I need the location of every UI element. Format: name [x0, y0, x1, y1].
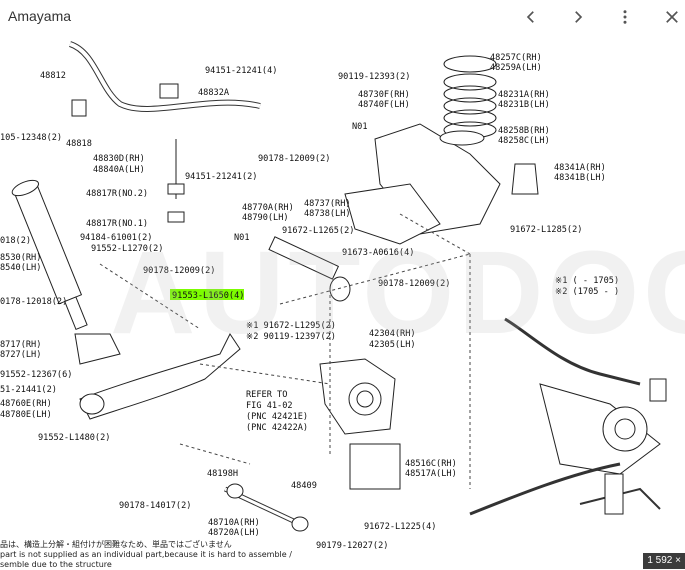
chevron-left-icon: [526, 11, 534, 23]
footer-line-en: part is not supplied as an individual pa…: [0, 550, 292, 559]
part-label[interactable]: 48517A(LH): [405, 469, 457, 479]
part-label[interactable]: 018(2): [0, 236, 31, 246]
part-label[interactable]: 48812: [40, 71, 66, 81]
next-button[interactable]: [565, 4, 591, 30]
image-size-badge: 1 592 ×: [643, 553, 685, 569]
part-label[interactable]: (PNC 42422A): [246, 423, 308, 433]
part-label[interactable]: 91552-L1270(2): [91, 244, 163, 254]
part-label[interactable]: 48830D(RH): [93, 154, 145, 164]
part-label[interactable]: 90178-12009(2): [258, 154, 330, 164]
part-label[interactable]: 91552-12367(6): [0, 370, 72, 380]
part-label[interactable]: 94184-61001(2): [80, 233, 152, 243]
part-label[interactable]: 91672-L1225(4): [364, 522, 436, 532]
part-label[interactable]: 48720A(LH): [208, 528, 260, 538]
part-label[interactable]: 48738(LH): [304, 209, 351, 219]
part-label[interactable]: 48341B(LH): [554, 173, 606, 183]
part-label[interactable]: 91672-L1285(2): [510, 225, 582, 235]
part-label[interactable]: 48740F(LH): [358, 100, 410, 110]
part-label[interactable]: 91673-A0616(4): [342, 248, 414, 258]
part-label[interactable]: 51-21441(2): [0, 385, 57, 395]
chevron-right-icon: [575, 11, 583, 23]
part-label[interactable]: ※2 (1705 - ): [555, 287, 619, 297]
part-label[interactable]: 48780E(LH): [0, 410, 52, 420]
part-label[interactable]: 48257C(RH): [490, 53, 542, 63]
part-label[interactable]: 48790(LH): [242, 213, 289, 223]
part-label[interactable]: 48258B(RH): [498, 126, 550, 136]
part-label[interactable]: ※1 91672-L1295(2): [246, 321, 336, 331]
part-label[interactable]: 90179-12027(2): [316, 541, 388, 551]
part-label[interactable]: 48770A(RH): [242, 203, 294, 213]
part-label[interactable]: 48840A(LH): [93, 165, 145, 175]
part-label[interactable]: 8540(LH): [0, 263, 41, 273]
footer-note: 品は、構造上分解・組付けが困難なため、単品ではございません part is no…: [0, 540, 300, 570]
previous-button[interactable]: [518, 4, 544, 30]
part-label[interactable]: 94151-21241(2): [185, 172, 257, 182]
part-label[interactable]: 8530(RH): [0, 253, 41, 263]
part-label[interactable]: 48737(RH): [304, 199, 351, 209]
part-label[interactable]: 48409: [291, 481, 317, 491]
part-label[interactable]: 105-12348(2): [0, 133, 62, 143]
footer-line-jp: 品は、構造上分解・組付けが困難なため、単品ではございません: [0, 540, 232, 549]
part-label[interactable]: 48231B(LH): [498, 100, 550, 110]
part-label[interactable]: 90119-12393(2): [338, 72, 410, 82]
part-label[interactable]: 48760E(RH): [0, 399, 52, 409]
part-label[interactable]: REFER TO: [246, 390, 287, 400]
part-label[interactable]: 48231A(RH): [498, 90, 550, 100]
part-label[interactable]: 94151-21241(4): [205, 66, 277, 76]
close-button[interactable]: [659, 4, 685, 30]
part-label[interactable]: N01: [234, 233, 250, 243]
part-label[interactable]: 48710A(RH): [208, 518, 260, 528]
title-bar: Amayama: [0, 0, 685, 34]
more-vert-icon: [623, 10, 627, 24]
app-title: Amayama: [8, 8, 72, 24]
part-label[interactable]: 48832A: [198, 88, 230, 98]
part-label[interactable]: ※1 ( - 1705): [555, 276, 619, 286]
part-label[interactable]: 42304(RH): [369, 329, 416, 339]
part-label[interactable]: 42305(LH): [369, 340, 416, 350]
part-label[interactable]: 48818: [66, 139, 92, 149]
part-label[interactable]: FIG 41-02: [246, 401, 293, 411]
part-label[interactable]: 90178-14017(2): [119, 501, 191, 511]
close-icon: [666, 11, 678, 23]
part-label[interactable]: 91552-L1480(2): [38, 433, 110, 443]
more-options-button[interactable]: [612, 4, 638, 30]
part-label[interactable]: 48258C(LH): [498, 136, 550, 146]
part-label[interactable]: 90178-12009(2): [378, 279, 450, 289]
part-label[interactable]: 48516C(RH): [405, 459, 457, 469]
part-label[interactable]: N01: [352, 122, 368, 132]
highlighted-part-box: [170, 289, 244, 300]
part-label[interactable]: 48341A(RH): [554, 163, 606, 173]
part-label[interactable]: 91672-L1265(2): [282, 226, 354, 236]
part-label[interactable]: 0178-12018(2): [0, 297, 67, 307]
parts-diagram: 48812 94151-21241(4) 48832A 105-12348(2)…: [0, 41, 667, 551]
part-label[interactable]: 48259A(LH): [490, 63, 542, 73]
part-label[interactable]: ※2 90119-12397(2): [246, 332, 336, 342]
footer-line-en-2: semble due to the structure: [0, 560, 112, 569]
part-label[interactable]: 8727(LH): [0, 350, 41, 360]
part-label[interactable]: 48817R(NO.1): [86, 219, 148, 229]
part-label[interactable]: 48730F(RH): [358, 90, 410, 100]
highlighted-part-label[interactable]: 91553-L1650(4): [172, 291, 244, 301]
part-label[interactable]: 48817R(NO.2): [86, 189, 148, 199]
part-label[interactable]: (PNC 42421E): [246, 412, 308, 422]
part-label[interactable]: 8717(RH): [0, 340, 41, 350]
part-label[interactable]: 90178-12009(2): [143, 266, 215, 276]
part-label[interactable]: 48198H: [207, 469, 238, 479]
